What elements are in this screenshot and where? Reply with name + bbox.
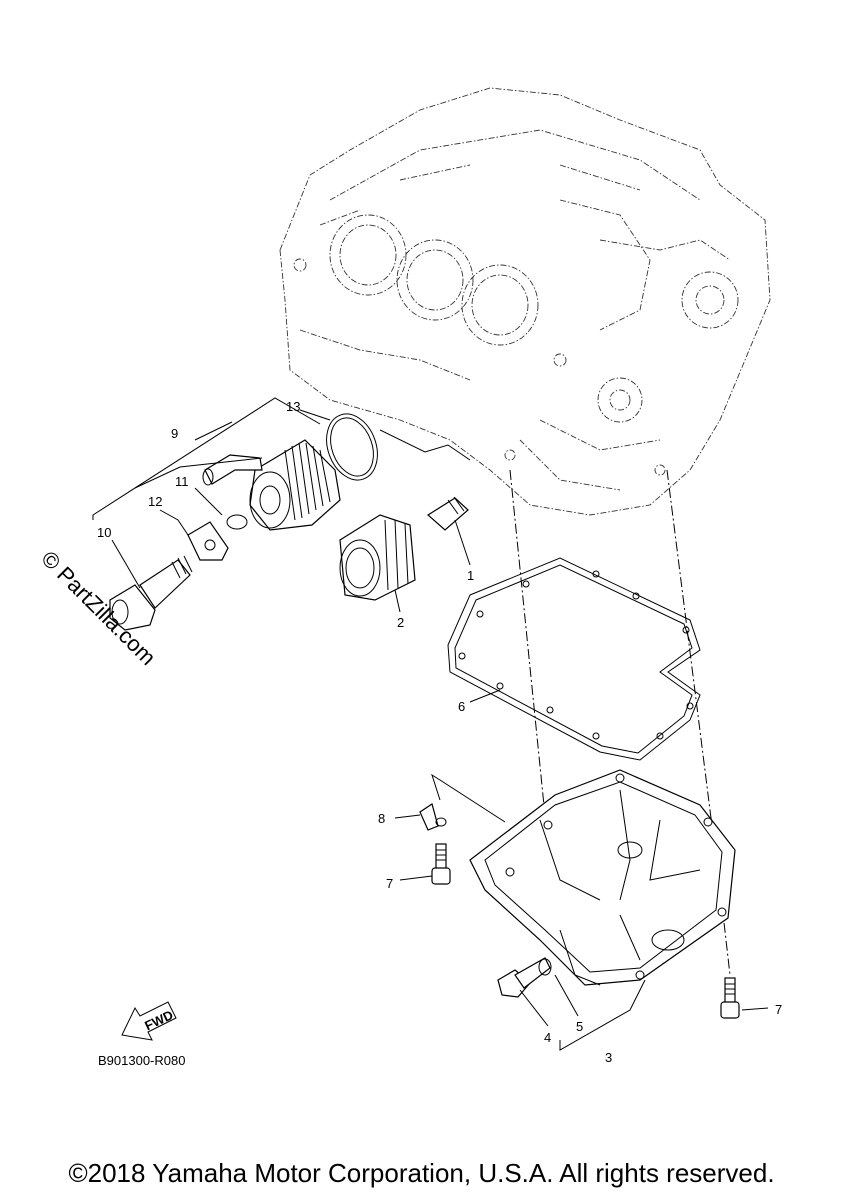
- part-7-bolt-left: [431, 843, 451, 885]
- callout-13: 13: [286, 399, 300, 414]
- callout-2: 2: [397, 615, 404, 630]
- part-6-gasket: [447, 557, 701, 761]
- callout-4: 4: [544, 1030, 551, 1045]
- part-9-oil-cooler: [202, 439, 341, 531]
- part-7-bolt-right: [720, 977, 740, 1019]
- callout-3: 3: [605, 1050, 612, 1065]
- callout-12: 12: [148, 494, 162, 509]
- copyright-notice: ©2018 Yamaha Motor Corporation, U.S.A. A…: [68, 1158, 775, 1188]
- callout-6: 6: [458, 699, 465, 714]
- callout-7-left: 7: [386, 876, 393, 891]
- callout-5: 5: [576, 1019, 583, 1034]
- fwd-arrow-icon: FWD: [121, 1001, 177, 1041]
- callout-labels: 1 2 3 4 5 6 7 7 8 9 10 11 12 13: [97, 399, 782, 1065]
- callout-8: 8: [378, 811, 385, 826]
- callout-9: 9: [171, 426, 178, 441]
- part-10-union-bolt: [109, 555, 193, 631]
- part-4-drain-bolt: [497, 957, 551, 998]
- part-1-stud: [427, 496, 469, 531]
- part-5-washer: [538, 958, 552, 976]
- callout-7-right: 7: [775, 1002, 782, 1017]
- part-2-oil-filter: [339, 514, 416, 601]
- leader-lines: [92, 397, 769, 1051]
- callout-11: 11: [175, 474, 189, 489]
- fwd-arrow-label: FWD: [142, 1007, 175, 1033]
- diagram-code: B901300-R080: [98, 1053, 185, 1068]
- engine-crankcase-outline: [279, 87, 771, 516]
- part-12-plate: [187, 521, 229, 561]
- part-13-o-ring: [326, 413, 378, 481]
- part-3-oil-pan: [469, 769, 736, 986]
- part-11-o-ring: [226, 514, 248, 530]
- callout-1: 1: [467, 568, 474, 583]
- callout-10: 10: [97, 525, 111, 540]
- part-13-o-ring-inner: [330, 417, 374, 477]
- part-8-dowel: [419, 803, 447, 831]
